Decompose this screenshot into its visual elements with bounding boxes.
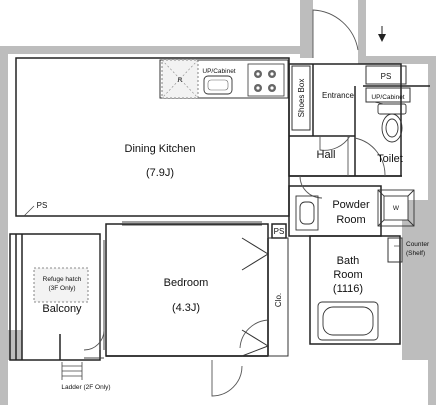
balcony-label: Balcony (42, 303, 82, 315)
powder-room-line1: Powder (332, 199, 370, 211)
washer-label: W (393, 205, 400, 212)
windows (84, 221, 262, 359)
entrance-label: Entrance (322, 91, 355, 100)
refuge-hatch (33, 267, 89, 303)
up-cabinet-toilet-label: UP/Cabinet (371, 94, 404, 101)
north-arrow-icon (378, 26, 386, 42)
leader-lines (23, 101, 400, 247)
door-swings (83, 9, 386, 397)
ladder-label: Ladder (2F Only) (61, 384, 110, 391)
washbasin (295, 195, 319, 231)
bathtub (317, 301, 379, 341)
fridge-label: R (178, 77, 183, 84)
closet-label: Clo. (274, 293, 283, 307)
up-cabinet-kitchen-label: UP/Cabinet (202, 68, 235, 75)
refuge-hatch-line1: Refuge hatch (43, 276, 82, 283)
toilet-fixture (377, 103, 407, 143)
bath-room-line1: Bath (337, 255, 360, 267)
bath-room-line2: Room (333, 269, 362, 281)
powder-room-line2: Room (336, 214, 365, 226)
kitchen-counter (159, 59, 289, 99)
counter-label-line1: Counter (406, 241, 430, 248)
bedroom-size: (4.3J) (172, 302, 200, 314)
wall-outlines (9, 57, 430, 361)
ps-middle-label: PS (274, 227, 285, 236)
bedroom-label: Bedroom (164, 277, 209, 289)
toilet-label: Toilet (377, 153, 403, 165)
dining-kitchen-label: Dining Kitchen (125, 143, 196, 155)
bath-room-line3: (1116) (333, 283, 363, 295)
ps-top-label: PS (381, 72, 392, 81)
closet (241, 237, 289, 357)
counter-label-line2: (Shelf) (406, 250, 425, 257)
dining-kitchen-size: (7.9J) (146, 167, 174, 179)
ps-left-label: PS (37, 201, 48, 210)
burner-centers (256, 72, 274, 90)
refuge-hatch-line2: (3F Only) (48, 285, 75, 292)
ladder (61, 362, 83, 380)
shoes-box-label: Shoes Box (297, 79, 306, 118)
shelf-boxes (291, 65, 411, 263)
washer-pan (377, 189, 415, 227)
hall-label: Hall (317, 149, 336, 161)
